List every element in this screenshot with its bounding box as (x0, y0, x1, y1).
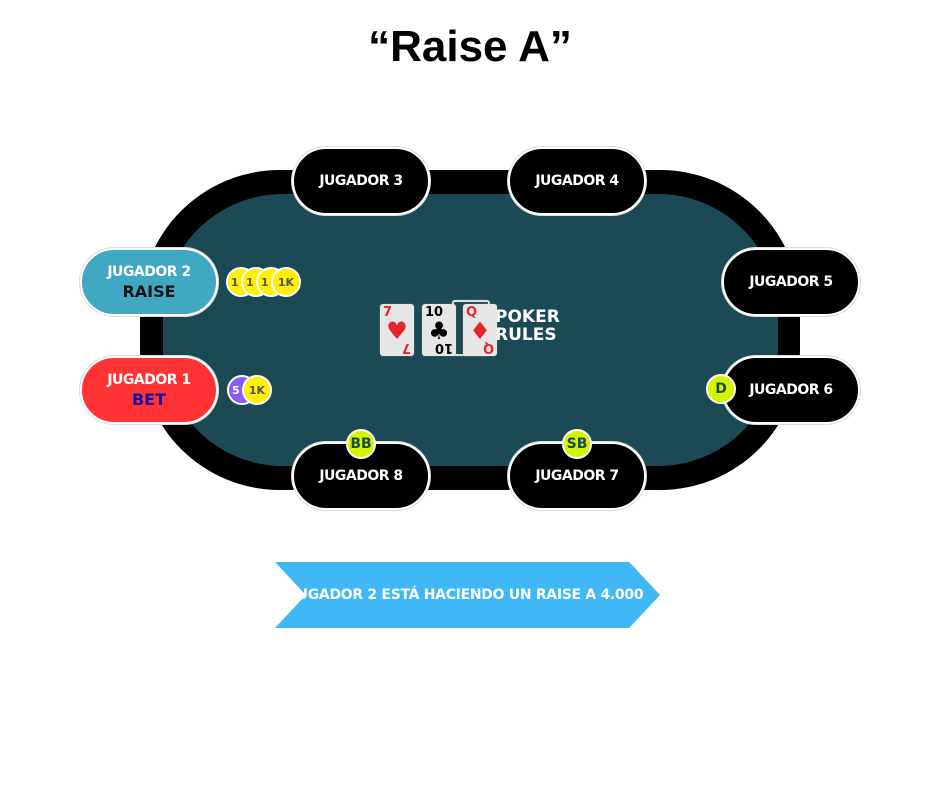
chip-1k: 1K (271, 267, 301, 297)
seat-jugador-6: JUGADOR 6 (722, 356, 860, 424)
logo-line1: POKER (495, 307, 560, 327)
chip-1k: 1K (242, 375, 272, 405)
card-q-diamonds: Q♦Q (463, 304, 497, 356)
big-blind-marker: BB (346, 429, 376, 459)
card-10-clubs: 10♣10 (422, 304, 456, 356)
action-label: BET (131, 389, 167, 409)
action-label: RAISE (122, 281, 176, 301)
seat-jugador-4: JUGADOR 4 (508, 147, 646, 215)
seat-jugador-5: JUGADOR 5 (722, 248, 860, 316)
banner-text: JUGADOR 2 ESTÁ HACIENDO UN RAISE A 4.000 (291, 587, 644, 603)
action-banner: JUGADOR 2 ESTÁ HACIENDO UN RAISE A 4.000 (275, 562, 660, 628)
page-title: “Raise A” (368, 22, 572, 71)
small-blind-marker: SB (562, 429, 592, 459)
logo-line2: RULES (495, 325, 557, 345)
seat-jugador-3: JUGADOR 3 (292, 147, 430, 215)
card-7-hearts: 7♥7 (380, 304, 414, 356)
dealer-button: D (706, 374, 736, 404)
